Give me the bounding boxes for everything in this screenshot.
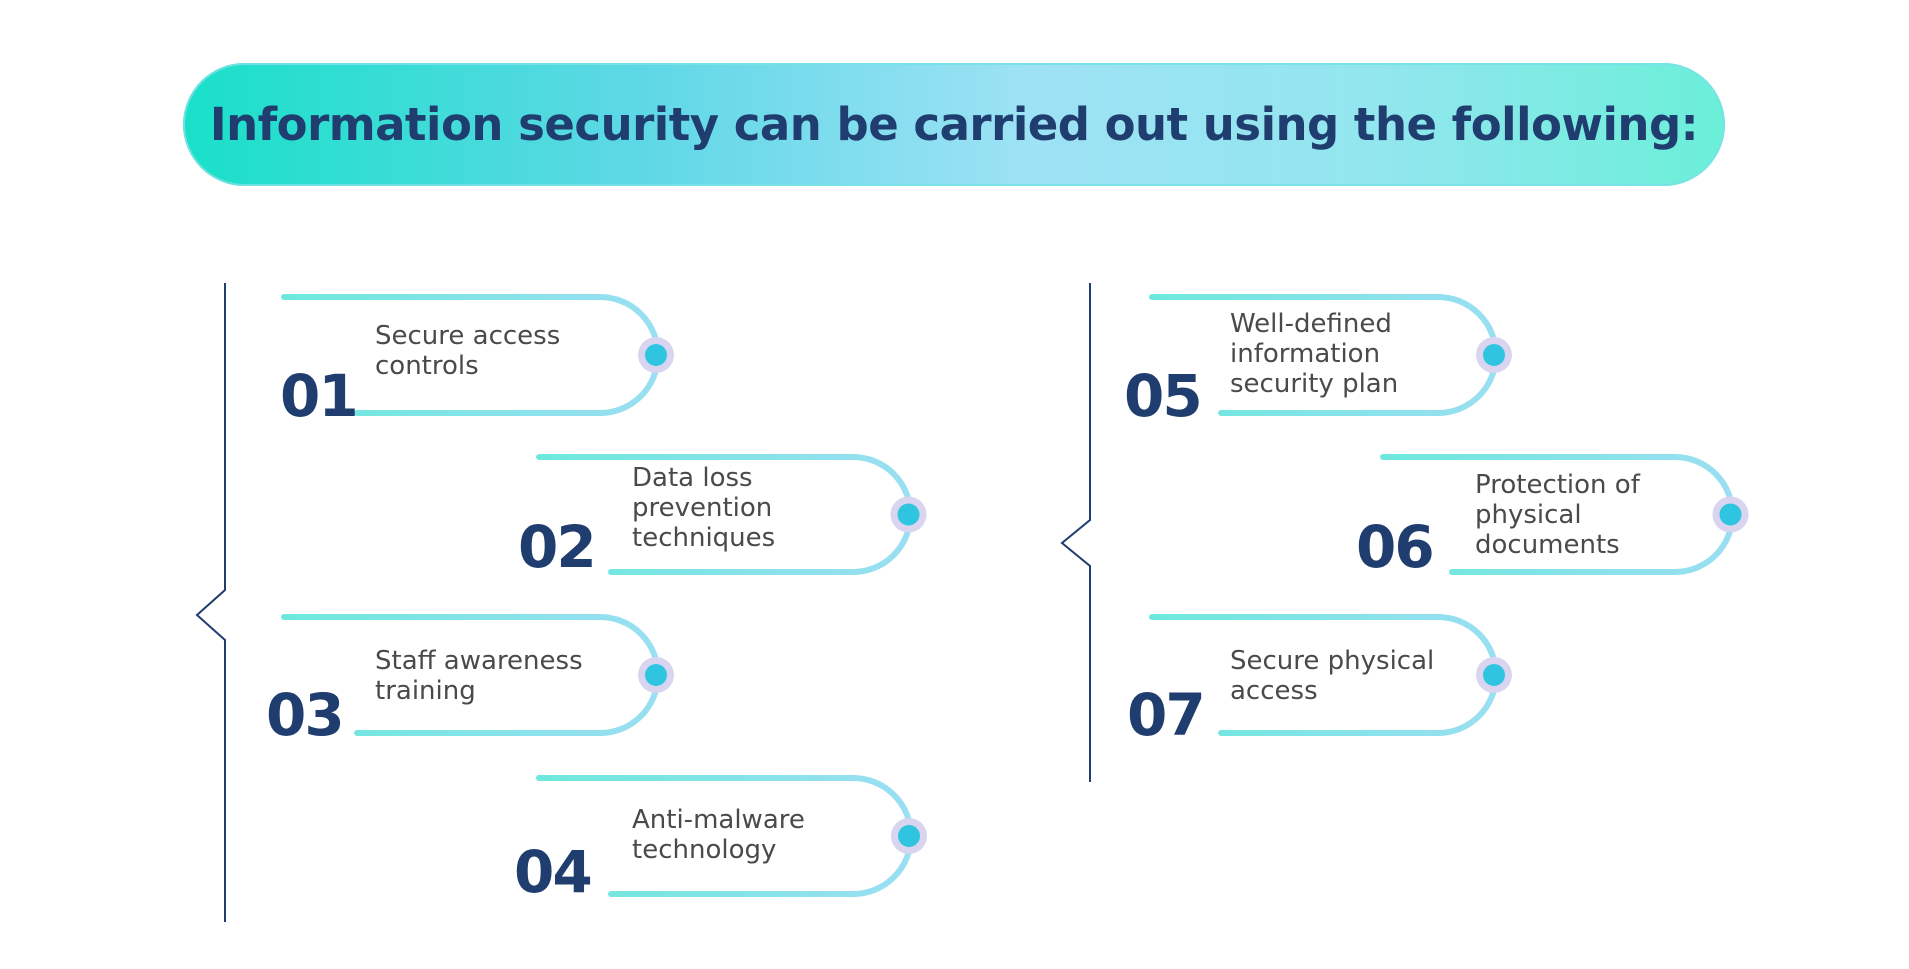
item-label-07: Secure physical access — [1230, 646, 1435, 706]
item-label-05: Well-defined information security plan — [1230, 309, 1399, 399]
item-number-03: 03 — [266, 681, 345, 749]
item-label-03: Staff awareness training — [375, 646, 583, 706]
item-number-04: 04 — [514, 838, 593, 906]
item-label-01: Secure access controls — [375, 321, 561, 381]
node-dot-04 — [898, 825, 920, 847]
right-bracket-line — [1060, 283, 1091, 782]
item-number-05: 05 — [1124, 362, 1203, 430]
item-label-02: Data loss prevention techniques — [632, 463, 776, 553]
item-number-07: 07 — [1127, 681, 1206, 749]
page-title: Information security can be carried out … — [209, 98, 1699, 151]
node-dot-05 — [1483, 344, 1505, 366]
node-dot-01 — [645, 344, 667, 366]
item-label-06: Protection of physical documents — [1475, 470, 1640, 560]
item-number-06: 06 — [1356, 513, 1435, 581]
node-dot-02 — [897, 503, 920, 526]
node-dot-03 — [645, 664, 667, 686]
item-number-01: 01 — [280, 362, 359, 430]
item-label-04: Anti-malware technology — [632, 805, 805, 865]
item-number-02: 02 — [518, 513, 597, 581]
node-dot-07 — [1483, 664, 1505, 686]
title-banner: Information security can be carried out … — [183, 63, 1725, 186]
left-bracket-line — [195, 283, 226, 922]
node-dot-06 — [1719, 503, 1742, 526]
